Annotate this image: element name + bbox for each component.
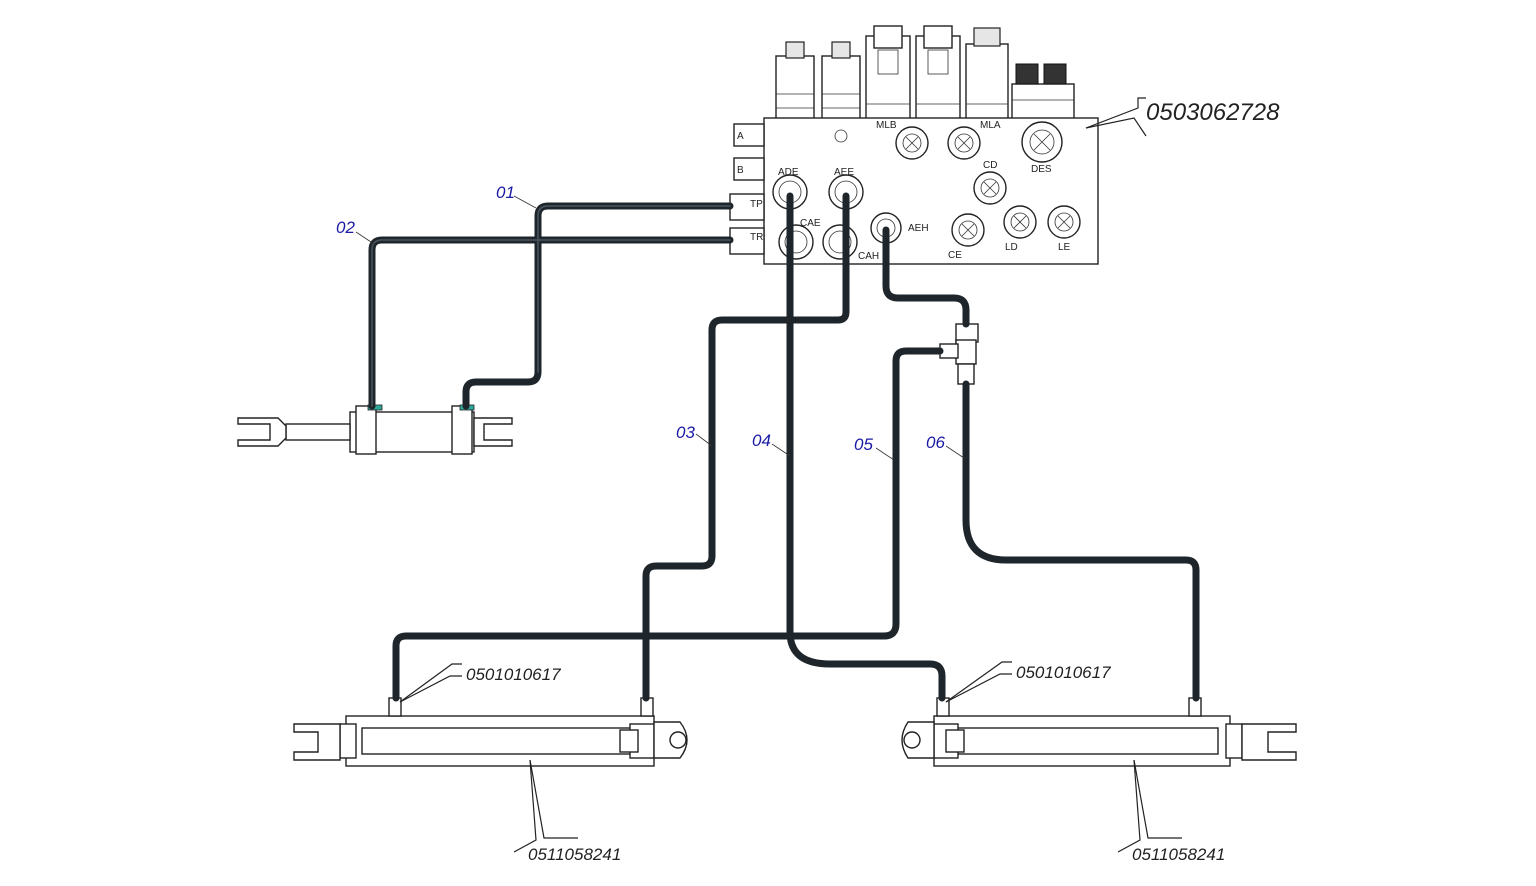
port-a-label: A: [737, 131, 744, 142]
hose-labels: 01 02 03 04 05 06: [336, 183, 965, 461]
hoses: [368, 192, 1200, 702]
solenoid-cartridges: [775, 25, 1075, 121]
hose-04-label: 04: [752, 431, 771, 450]
port-aeh-label: AEH: [908, 223, 929, 234]
port-mla-label: MLA: [980, 120, 1001, 131]
port-cd-label: CD: [983, 160, 997, 171]
hose-05: [392, 347, 944, 702]
hose-05-label: 05: [854, 435, 873, 454]
port-tr-label: TR: [750, 232, 763, 243]
hose-06-label: 06: [926, 433, 945, 452]
port-mlb-label: MLB: [876, 120, 897, 131]
port-des-label: DES: [1031, 164, 1052, 175]
part-callouts: 0501010617 0501010617 0511058241 0511058…: [399, 661, 1225, 864]
cylinder-right-part-number: 0511058241: [1132, 845, 1225, 864]
port-cae-label: CAE: [800, 218, 821, 229]
hose-02-label: 02: [336, 218, 355, 237]
cylinder-right: [901, 697, 1297, 767]
port-ce-label: CE: [948, 250, 962, 261]
hose-01: [462, 202, 734, 410]
hose-04: [786, 192, 946, 702]
fitting-right-part-number: 0501010617: [1016, 663, 1111, 682]
valve-block: A B TP TR ADE AEE CAE: [729, 25, 1280, 265]
valve-part-number: 0503062728: [1146, 99, 1280, 126]
cylinder-left: [293, 697, 688, 767]
port-ade-label: ADE: [778, 167, 799, 178]
port-ld-label: LD: [1005, 242, 1018, 253]
cylinder-left-part-number: 0511058241: [528, 845, 621, 864]
fitting-left-part-number: 0501010617: [466, 665, 561, 684]
port-tp-label: TP: [750, 199, 763, 210]
hose-02: [368, 236, 734, 410]
port-b-label: B: [737, 165, 744, 176]
port-le-label: LE: [1058, 242, 1071, 253]
port-cah-label: CAH: [858, 251, 879, 262]
tee-fitting: [939, 323, 979, 385]
hose-06: [882, 226, 1200, 702]
port-aee-label: AEE: [834, 167, 854, 178]
hose-01-label: 01: [496, 183, 515, 202]
hose-03-label: 03: [676, 423, 695, 442]
hose-03: [642, 192, 850, 702]
small-cylinder: [237, 404, 513, 455]
side-fittings: [729, 123, 765, 255]
